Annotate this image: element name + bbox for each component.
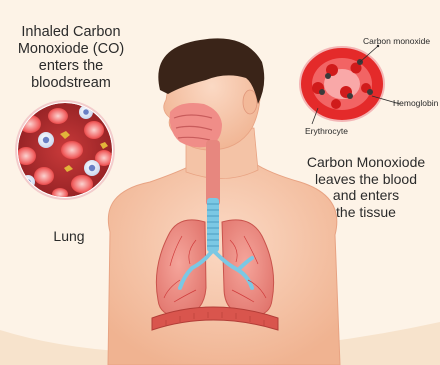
carbon-monoxide-label: Carbon monoxide [363, 36, 430, 46]
co-leaves-blood-label: Carbon Monoxiode leaves the blood and en… [296, 154, 436, 220]
leaves-line-3: and enters [296, 187, 436, 204]
lung-label: Lung [44, 228, 94, 245]
inhaled-line-2: Monoxiode (CO) [8, 41, 134, 58]
human-head [158, 38, 264, 150]
blood-closeup-circle [16, 101, 114, 200]
erythrocyte-label: Erythrocyte [305, 126, 348, 136]
inhaled-line-4: bloodstream [8, 75, 134, 92]
inhaled-line-1: Inhaled Carbon [8, 24, 134, 41]
inhaled-co-label: Inhaled Carbon Monoxiode (CO) enters the… [8, 24, 134, 92]
trachea [206, 140, 220, 252]
leaves-line-4: the tissue [296, 204, 436, 221]
hemoglobin-label: Hemoglobin [393, 98, 438, 108]
leaves-line-2: leaves the blood [296, 171, 436, 188]
inhaled-line-3: enters the [8, 58, 134, 75]
leaves-line-1: Carbon Monoxiode [296, 154, 436, 171]
